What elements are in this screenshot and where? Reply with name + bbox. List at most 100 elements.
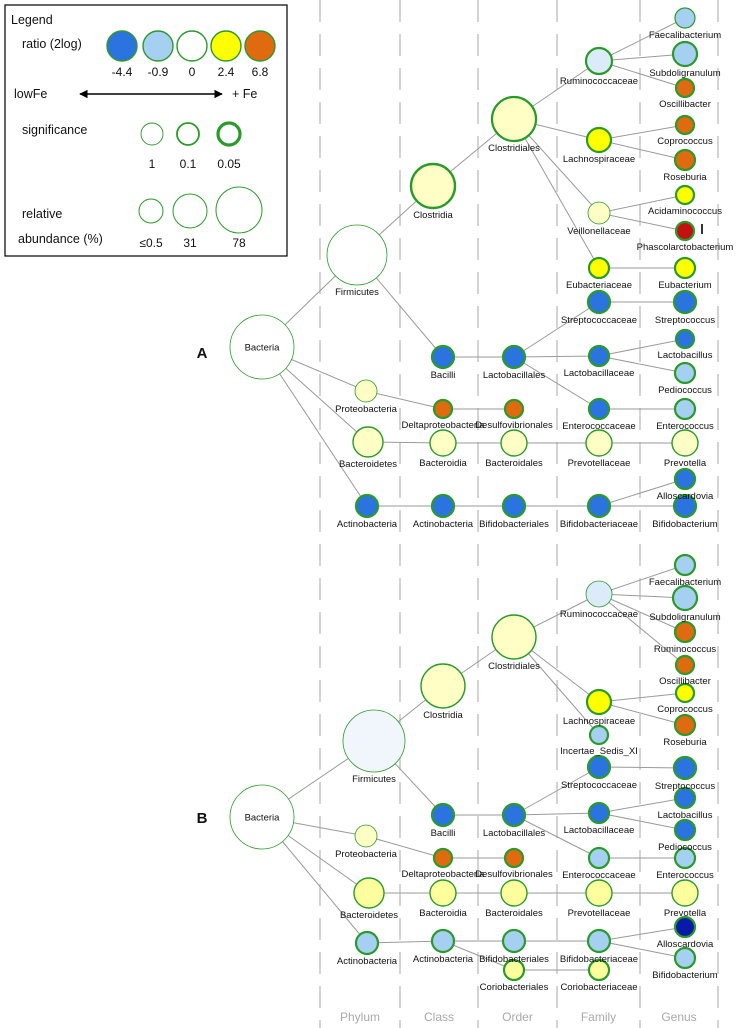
node-lactobacillales (501, 802, 527, 828)
node-bifidobacteriaceae (586, 928, 612, 954)
edge-lactobacillales-lactobacillaceae (513, 812, 600, 816)
edge-lactobacillales-streptococcaceae (513, 301, 600, 358)
tree-panels: BacteriaFirmicutesProteobacteriaBacteroi… (197, 7, 734, 993)
label-bifidobacteriaceae: Bifidobacteriaceae (560, 954, 638, 965)
node-enterococcus (673, 397, 697, 421)
edge-lactobacillaceae-lactobacillus (598, 797, 686, 814)
label-acidaminococcus: Acidaminococcus (648, 206, 722, 217)
node-prevotellaceae (585, 879, 613, 907)
label-faecalibacterium: Faecalibacterium (649, 30, 721, 41)
label-actinobacteria-p: Actinobacteria (337, 519, 398, 530)
label-lactobacillaceae: Lactobacillaceae (564, 368, 635, 379)
node-proteobacteria (354, 824, 378, 848)
node-proteobacteria (354, 379, 378, 403)
label-enterococcus: Enterococcus (656, 421, 714, 432)
edge-lactobacillales-lactobacillaceae (513, 355, 600, 358)
label-lachnospiraceae: Lachnospiraceae (563, 716, 635, 727)
node-bifidobacteriales (501, 493, 527, 519)
edge-lactobacillaceae-pediococcus (598, 812, 686, 831)
label-actinobacteria-c: Actinobacteria (413, 519, 474, 530)
label-prevotella: Prevotella (664, 908, 707, 919)
edge-proteobacteria-deltaproteobacteria (365, 835, 444, 859)
tree-nodes (229, 553, 699, 982)
label-prevotella: Prevotella (664, 458, 707, 469)
label-enterococcaceae: Enterococcaceae (562, 870, 635, 881)
node-oscillibacter (674, 654, 696, 676)
label-proteobacteria: Proteobacteria (335, 404, 398, 415)
edge-bifidobacteriaceae-alloscardovia (598, 926, 686, 942)
label-subdoligranulum: Subdoligranulum (649, 612, 720, 623)
legend-ratio-value: 6.8 (252, 65, 269, 79)
label-desulfovibrionales: Desulfovibrionales (475, 420, 553, 431)
label-bacteroidia: Bacteroidia (419, 908, 467, 919)
label-faecalibacterium: Faecalibacterium (649, 577, 721, 588)
node-actinobacteria-p (354, 930, 380, 956)
tree-nodes (229, 7, 699, 519)
label-bacteria: Bacteria (245, 343, 281, 354)
edge-actinobacteria_p-actinobacteria_c (366, 940, 444, 944)
label-bacteroidetes: Bacteroidetes (339, 459, 397, 470)
edge-lachnospiraceae-coprococcus (598, 124, 686, 141)
legend-ratio-swatch (176, 30, 208, 62)
node-ruminococcus (673, 620, 697, 644)
legend-abundance-swatch (215, 186, 263, 234)
label-actinobacteria-p: Actinobacteria (337, 956, 398, 967)
legend-ratio-swatch (244, 30, 276, 62)
node-labels: Bacteria FirmicutesProteobacteriaBacteroi… (245, 30, 734, 530)
column-label-order: Order (502, 1010, 533, 1024)
node-clostridiales (490, 95, 538, 143)
label-coprococcus: Coprococcus (657, 704, 713, 715)
label-streptococcus: Streptococcus (655, 781, 715, 792)
node-faecalibacterium (674, 7, 696, 29)
label-clostridia: Clostridia (423, 710, 463, 721)
node-pediococcus (673, 361, 697, 385)
label-firmicutes: Firmicutes (352, 774, 396, 785)
label-lactobacillales: Lactobacillales (483, 370, 546, 381)
node-enterococcaceae (587, 397, 611, 421)
label-alloscardovia: Alloscardovia (657, 491, 714, 502)
node-lactobacillales (501, 344, 527, 370)
node-alloscardovia (673, 467, 697, 491)
label-lachnospiraceae: Lachnospiraceae (563, 154, 635, 165)
edge-lactobacillaceae-pediococcus (598, 355, 686, 374)
node-roseburia (673, 713, 697, 737)
edge-lactobacillales-enterococcaceae (513, 356, 600, 410)
node-ruminococcaceae (585, 580, 613, 608)
node-bacteroidia (429, 429, 457, 457)
label-lactobacillus: Lactobacillus (658, 810, 713, 821)
legend-abundance-value: 31 (183, 236, 197, 250)
label-roseburia: Roseburia (663, 737, 707, 748)
node-clostridia (420, 663, 466, 709)
label-bacteroidales: Bacteroidales (485, 458, 543, 469)
label-bacteria: Bacteria (245, 813, 281, 824)
edge-ruminococcaceae-subdoligranulum (598, 593, 686, 599)
label-proteobacteria: Proteobacteria (335, 849, 398, 860)
node-lachnospiraceae (585, 688, 613, 716)
legend-significance-value: 1 (149, 157, 156, 171)
legend-significance-swatch (176, 122, 200, 146)
label-prevotellaceae: Prevotellaceae (568, 908, 631, 919)
node-coriobacteriaceae (587, 958, 611, 982)
label-coriobacteriaceae: Coriobacteriaceae (560, 982, 637, 993)
label-firmicutes: Firmicutes (335, 287, 379, 298)
label-coprococcus: Coprococcus (657, 136, 713, 147)
legend-significance-value: 0.05 (217, 157, 241, 171)
label-deltaproteobacteria: Deltaproteobacteria (402, 869, 486, 880)
legend-high-label: + Fe (232, 87, 257, 101)
label-bifidobacteriales: Bifidobacteriales (479, 519, 549, 530)
node-deltaproteobacteria (432, 398, 454, 420)
node-bacteroidales (500, 429, 528, 457)
edge-lachnospiraceae-roseburia (598, 701, 686, 726)
label-incertae-sedis-xi: Incertae_Sedis_XI (560, 746, 638, 757)
node-bifidobacterium (673, 946, 697, 970)
legend-ratio-swatch (210, 30, 242, 62)
node-enterococcus (673, 846, 697, 870)
legend-title: Legend (11, 13, 53, 27)
legend-abundance-value: ≤0.5 (139, 236, 163, 250)
legend-ratio-value: 0 (189, 65, 196, 79)
node-actinobacteria-p (354, 493, 380, 519)
tree-edges (261, 17, 686, 507)
node-pediococcus (673, 818, 697, 842)
legend-ratio-swatch (106, 30, 138, 62)
